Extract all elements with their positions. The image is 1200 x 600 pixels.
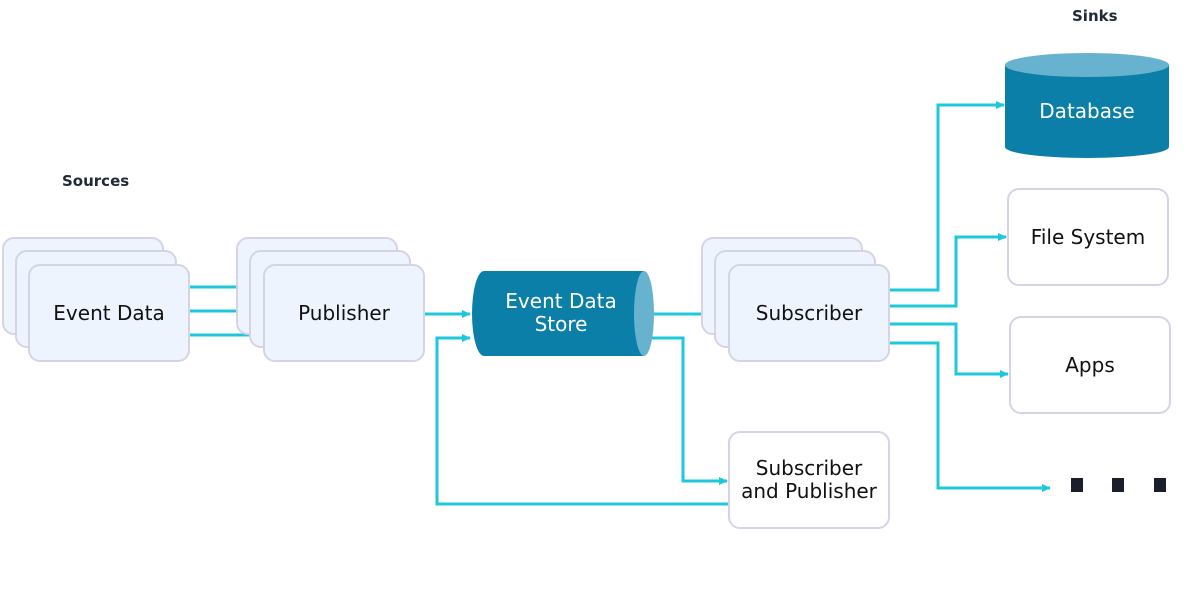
file-system-label: File System bbox=[1030, 224, 1146, 249]
arrow-store-to-subpub bbox=[652, 336, 728, 485]
subscriber-node: Subscriber bbox=[728, 264, 890, 362]
file-system-node: File System bbox=[1007, 188, 1169, 286]
arrow-subscriber-to-more bbox=[890, 341, 1051, 492]
subscriber-label: Subscriber bbox=[755, 300, 863, 325]
subscriber-and-publisher-node: Subscriber and Publisher bbox=[728, 431, 890, 529]
arrow-subscriber-to-database bbox=[890, 101, 1005, 292]
sources-label: Sources bbox=[62, 172, 130, 190]
publisher-label: Publisher bbox=[298, 300, 390, 325]
database-shape bbox=[1005, 53, 1169, 158]
ellipsis-dot-2 bbox=[1112, 478, 1124, 492]
arrow-subpub-to-store bbox=[435, 334, 728, 506]
ellipsis-dot-1 bbox=[1071, 478, 1083, 492]
event-data-label: Event Data bbox=[53, 300, 165, 325]
publisher-node: Publisher bbox=[263, 264, 425, 362]
apps-label: Apps bbox=[1065, 352, 1115, 377]
sinks-label: Sinks bbox=[1072, 7, 1118, 25]
apps-node: Apps bbox=[1009, 316, 1171, 414]
ellipsis-dot-3 bbox=[1154, 478, 1166, 492]
subscriber-and-publisher-label: Subscriber and Publisher bbox=[741, 456, 877, 503]
database-label: Database bbox=[1039, 99, 1135, 123]
arrow-subscriber-to-apps bbox=[890, 322, 1009, 378]
event-data-node: Event Data bbox=[28, 264, 190, 362]
event-data-store-label: Event Data Store bbox=[505, 289, 617, 336]
event-data-store-shape bbox=[472, 271, 654, 356]
arrow-subscriber-to-filesystem bbox=[890, 233, 1007, 308]
